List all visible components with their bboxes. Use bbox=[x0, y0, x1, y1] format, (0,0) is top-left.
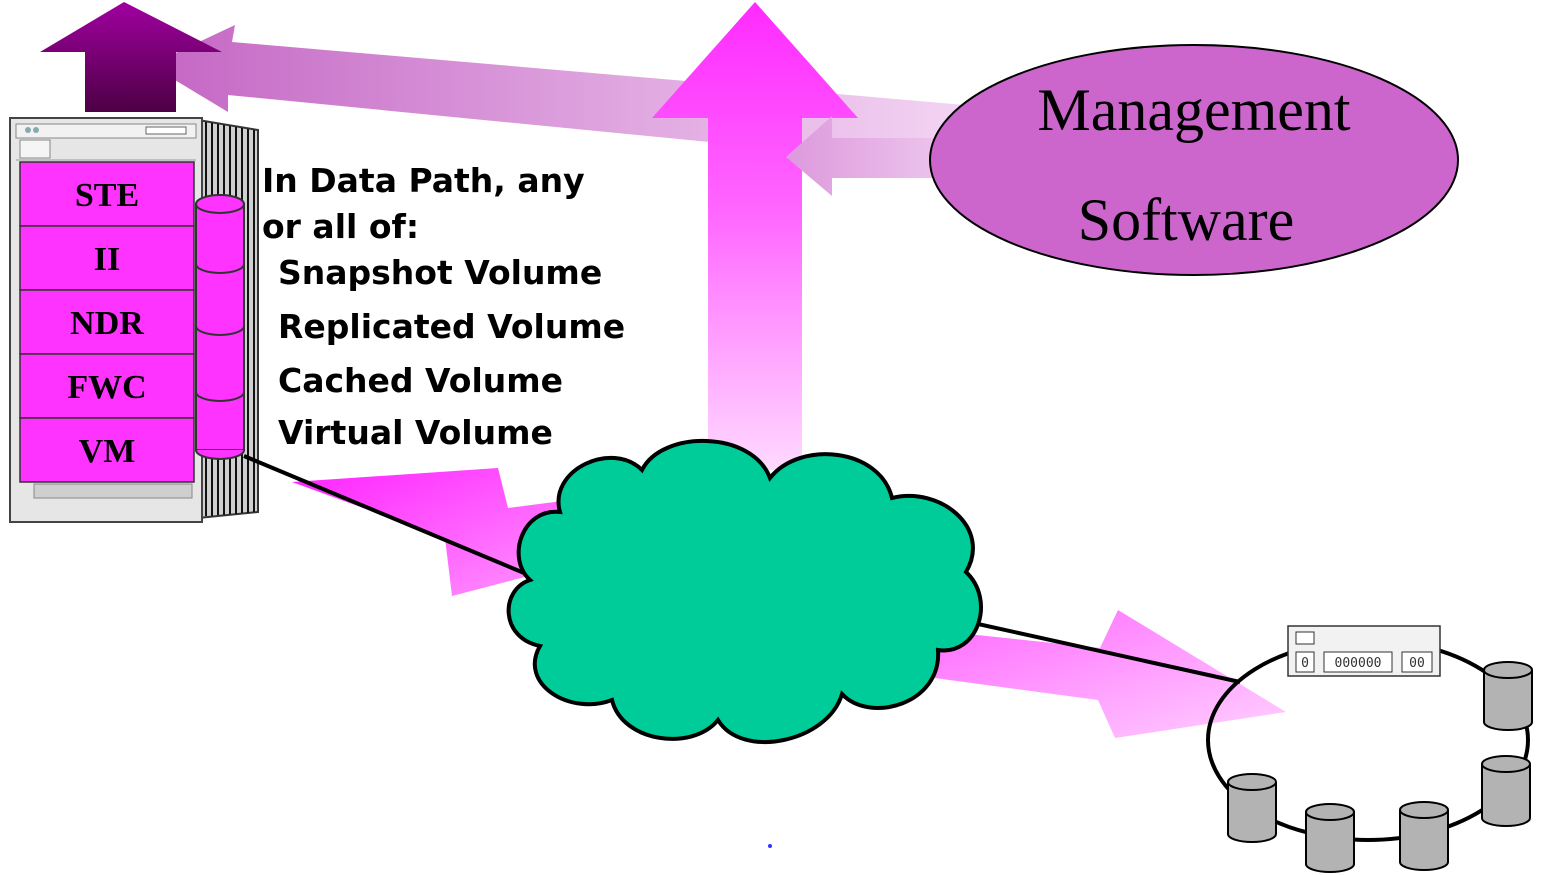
layer-box-ndr bbox=[19, 289, 195, 355]
disk-cylinder-icon bbox=[1481, 755, 1531, 827]
server-cloud-link bbox=[243, 454, 561, 590]
management-ellipse bbox=[929, 44, 1459, 276]
datapath-item-virtual: Virtual Volume bbox=[278, 413, 553, 452]
management-label-line1: Management bbox=[1037, 77, 1351, 143]
datapath-text-block: In Data Path, any or all of: Snapshot Vo… bbox=[262, 161, 625, 452]
datapath-heading-line1: In Data Path, any bbox=[262, 161, 585, 200]
stray-dot bbox=[768, 844, 772, 848]
network-cloud-icon bbox=[506, 439, 983, 744]
layer-label-ndr: NDR bbox=[70, 305, 144, 342]
panel-slot-1: 0 bbox=[1301, 656, 1309, 671]
server-disk-stack-icon bbox=[195, 194, 245, 460]
layer-label-ii: II bbox=[94, 241, 120, 278]
panel-slot-3: 00 bbox=[1409, 656, 1425, 671]
layer-box-vm bbox=[19, 417, 195, 483]
cloud-to-server-arrow bbox=[292, 468, 590, 596]
cloud-to-storage-arrow bbox=[920, 610, 1286, 738]
cloud-storage-link bbox=[959, 618, 1241, 684]
management-label-line2: Software bbox=[1078, 187, 1295, 253]
layer-label-ste: STE bbox=[75, 177, 139, 214]
layer-box-ste bbox=[19, 161, 195, 227]
layer-box-fwc bbox=[19, 353, 195, 419]
layer-label-fwc: FWC bbox=[67, 369, 146, 406]
cloud-up-arrow bbox=[652, 2, 858, 470]
server-up-arrow bbox=[40, 2, 222, 112]
datapath-heading-line2: or all of: bbox=[262, 207, 419, 246]
storage-controller-icon: 0 000000 00 bbox=[1287, 625, 1441, 677]
disk-cylinder-icon bbox=[1399, 801, 1449, 871]
panel-slot-2: 000000 bbox=[1335, 656, 1382, 671]
layer-label-vm: VM bbox=[79, 433, 136, 470]
datapath-item-replicated: Replicated Volume bbox=[278, 307, 625, 346]
disk-cylinder-icon bbox=[1483, 661, 1533, 731]
datapath-item-snapshot: Snapshot Volume bbox=[278, 253, 602, 292]
management-software-node: Management Software bbox=[929, 44, 1459, 276]
datapath-item-cached: Cached Volume bbox=[278, 361, 563, 400]
server-layer-stack: STE II NDR FWC VM bbox=[19, 161, 195, 483]
disk-cylinder-icon bbox=[1305, 803, 1355, 873]
disk-cylinder-icon bbox=[1227, 773, 1277, 843]
